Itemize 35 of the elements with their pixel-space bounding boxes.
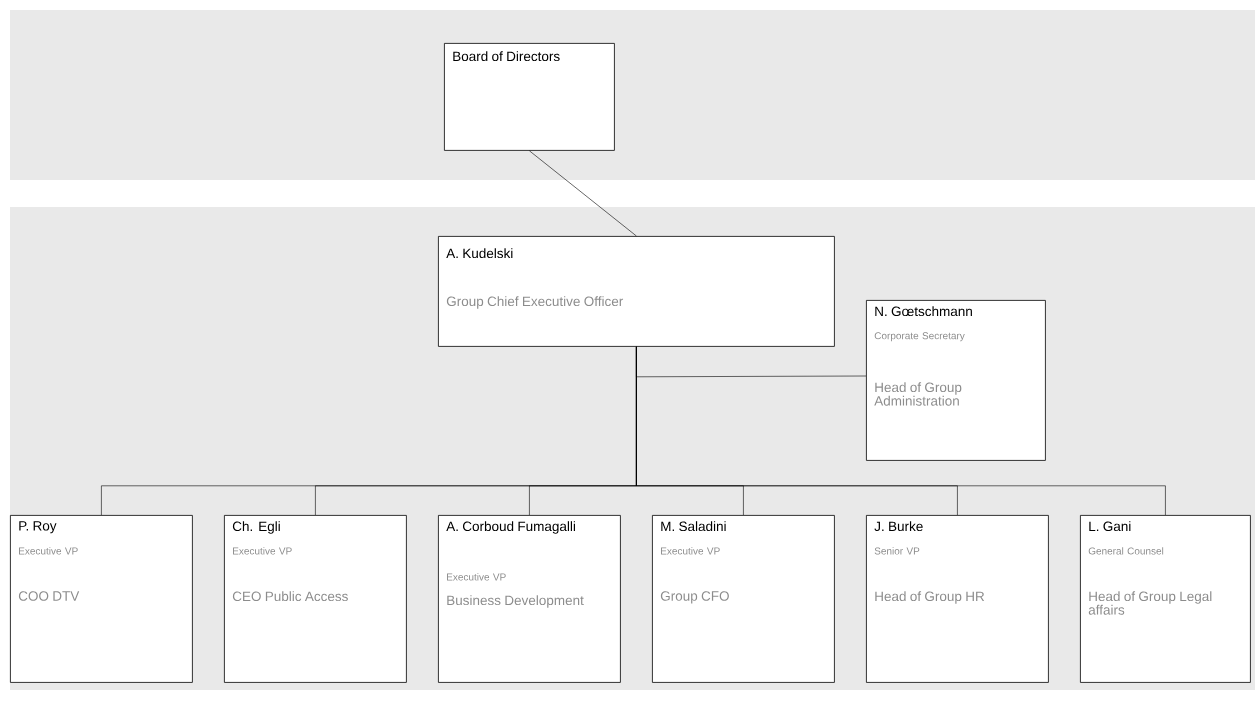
person-box xyxy=(438,515,621,683)
person-name: M. Saladini xyxy=(661,521,726,532)
role-text: Business Development xyxy=(447,595,584,608)
role-text: Group CFO xyxy=(660,591,729,604)
person-name: L. Gani xyxy=(1089,521,1131,532)
person-box xyxy=(1080,515,1251,683)
connector-line xyxy=(636,346,1166,516)
person-name: A. Kudelski xyxy=(446,248,513,259)
job-title: Executive VP xyxy=(661,547,720,555)
role-text: Group Chief Executive Officer xyxy=(446,296,624,309)
person-box xyxy=(444,43,615,151)
role-text: CEO Public Access xyxy=(232,591,348,602)
role-text: COO DTV xyxy=(18,591,80,601)
person-name: Board of Directors xyxy=(453,51,560,62)
person-box xyxy=(652,515,835,683)
connector-line xyxy=(529,150,637,237)
role-text: Head of Group Administration xyxy=(874,382,962,406)
role-text: Head of Group HR xyxy=(875,591,985,604)
role-text: Head of Group Legal affairs xyxy=(1088,591,1212,615)
job-title: Executive VP xyxy=(233,547,292,555)
job-title: Executive VP xyxy=(19,547,78,555)
job-title: Senior VP xyxy=(874,547,920,555)
person-name: Ch. Egli xyxy=(232,521,280,534)
person-box xyxy=(224,515,407,683)
job-title: Executive VP xyxy=(447,573,506,581)
person-name: P. Roy xyxy=(19,521,57,534)
person-box xyxy=(438,236,835,347)
job-title: General Counsel xyxy=(1088,547,1164,555)
person-box xyxy=(866,300,1046,461)
person-box xyxy=(866,515,1049,683)
person-name: J. Burke xyxy=(874,521,923,532)
person-name: A. Corboud Fumagalli xyxy=(446,521,575,534)
person-name: N. Gœtschmann xyxy=(875,306,972,317)
job-title: Corporate Secretary xyxy=(874,332,965,342)
person-box xyxy=(10,515,193,683)
